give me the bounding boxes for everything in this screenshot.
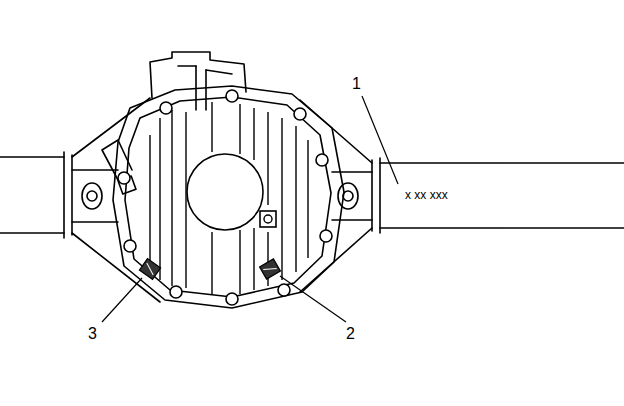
callout-number: 3 xyxy=(88,326,97,342)
callout-number: 1 xyxy=(352,76,361,92)
callout-number: 2 xyxy=(346,326,355,342)
stamped-code: x xx xxx xyxy=(405,189,448,201)
